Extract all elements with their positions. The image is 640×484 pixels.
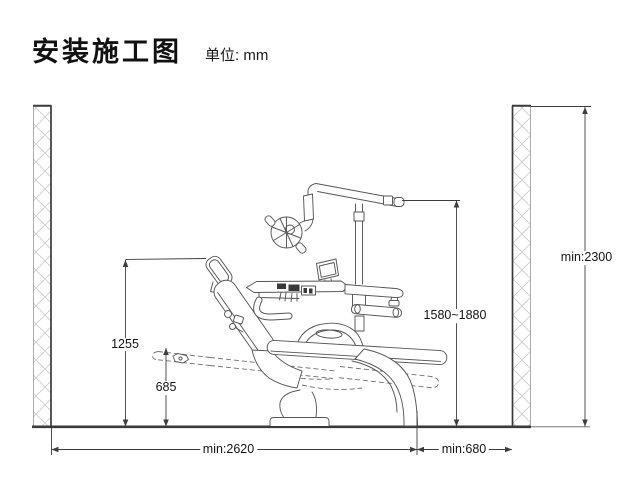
dim-label-headrest-height: 1255	[108, 337, 142, 352]
chair-articulation	[224, 310, 244, 333]
lamp-pole	[353, 203, 365, 285]
unit-label: 单位: mm	[205, 47, 269, 64]
right-wall	[511, 104, 531, 427]
delivery-arm	[344, 284, 404, 332]
assistant-arm-tube	[253, 296, 293, 321]
dim-label-min-room-width: min:2620	[199, 442, 258, 457]
dim-label-footrest-height: 685	[152, 380, 180, 395]
left-wall	[33, 104, 52, 427]
chair-base	[269, 348, 418, 427]
foot-control	[172, 353, 190, 364]
instrument-tray	[246, 280, 349, 302]
lamp-arm	[307, 183, 405, 207]
dim-label-min-right-clearance: min:680	[438, 442, 490, 457]
dim-label-min-ceiling-height: min:2300	[557, 250, 616, 265]
lamp-head	[264, 215, 307, 254]
page-title: 安装施工图	[32, 37, 182, 67]
dim-label-arm-height-range: 1580~1880	[420, 308, 490, 323]
dim-min-ceiling-height	[531, 106, 591, 427]
